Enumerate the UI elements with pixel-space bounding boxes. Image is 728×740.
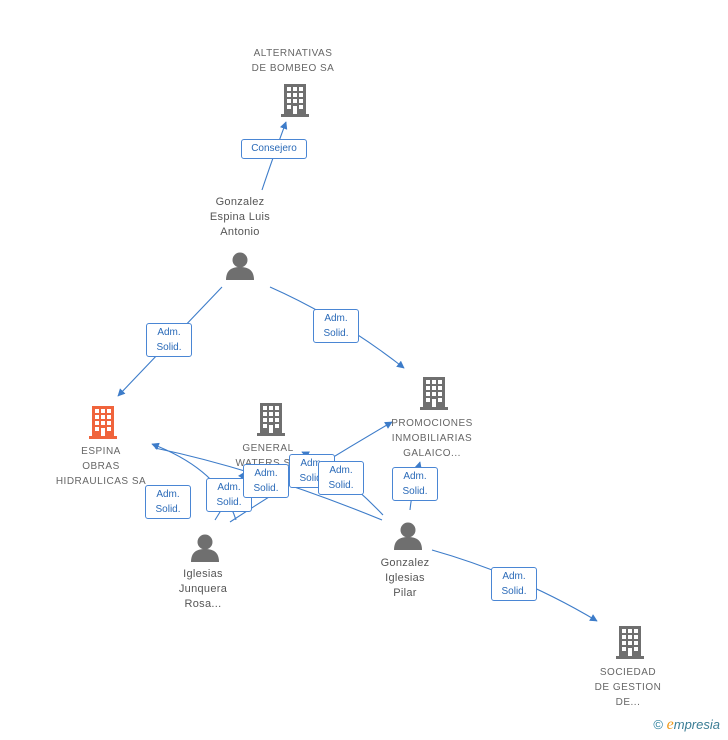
building-icon[interactable] (616, 626, 644, 659)
edge-badge-adm-solid[interactable]: Adm. Solid. (392, 467, 438, 501)
edge-badge-adm-solid[interactable]: Adm. Solid. (313, 309, 359, 343)
node-label-gonzalez-luis[interactable]: Gonzalez Espina Luis Antonio (209, 196, 271, 238)
node-label-gonzalez-pilar[interactable]: Gonzalez Iglesias Pilar (380, 557, 430, 599)
building-icon[interactable] (281, 84, 309, 117)
edge-badge-adm-solid[interactable]: Adm. Solid. (146, 323, 192, 357)
copyright-footer: © empresia (653, 716, 720, 734)
person-icon[interactable] (394, 522, 422, 551)
empresia-logo-initial: e (666, 716, 674, 733)
person-icon[interactable] (191, 534, 219, 563)
node-label-espina[interactable]: ESPINA OBRAS HIDRAULICAS SA (55, 446, 147, 487)
building-icon[interactable] (420, 377, 448, 410)
edge-badge-consejero[interactable]: Consejero (241, 139, 307, 159)
building-icon[interactable] (89, 406, 117, 439)
node-label-sociedad[interactable]: SOCIEDAD DE GESTION DE... (594, 667, 662, 708)
person-icon[interactable] (226, 252, 254, 281)
edge-badge-adm-solid[interactable]: Adm. Solid. (318, 461, 364, 495)
copyright-icon: © (653, 717, 664, 732)
node-label-alternativas[interactable]: ALTERNATIVAS DE BOMBEO SA (251, 48, 335, 74)
node-label-iglesias-rosa[interactable]: Iglesias Junquera Rosa... (178, 568, 228, 610)
edge-badge-adm-solid[interactable]: Adm. Solid. (491, 567, 537, 601)
edge-badge-adm-solid[interactable]: Adm. Solid. (243, 464, 289, 498)
edge-badge-adm-solid[interactable]: Adm. Solid. (145, 485, 191, 519)
node-label-promociones[interactable]: PROMOCIONES INMOBILIARIAS GALAICO... (391, 418, 473, 459)
empresia-logo-text[interactable]: mpresia (673, 717, 720, 732)
building-icon[interactable] (257, 403, 285, 436)
